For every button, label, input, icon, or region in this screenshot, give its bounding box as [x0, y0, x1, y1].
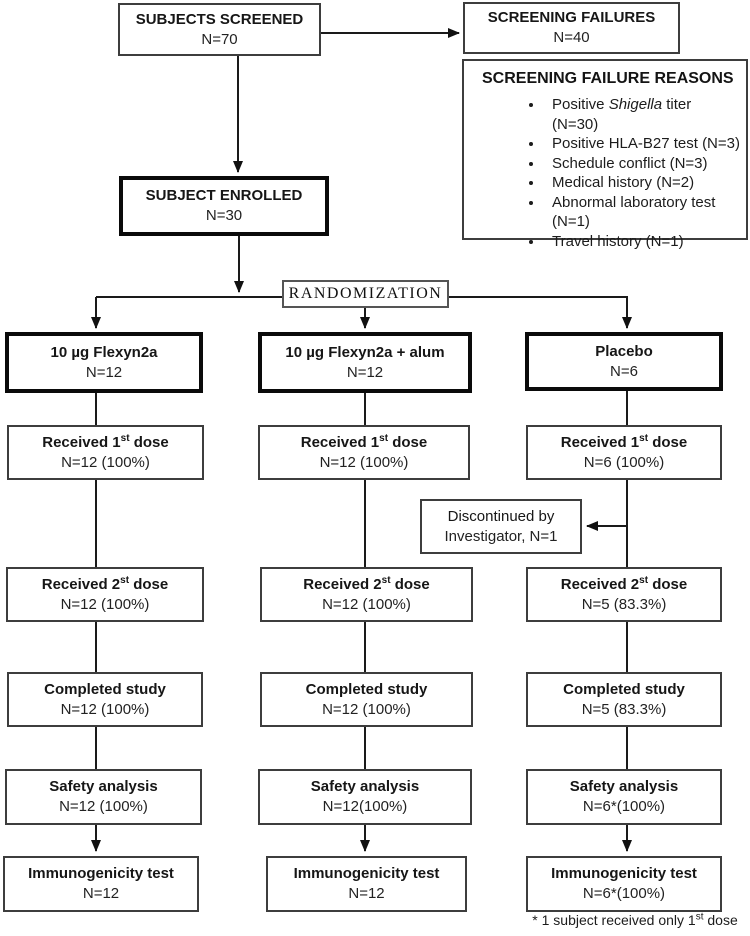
box-discontinued-by-investigator: Discontinued by Investigator, N=1	[420, 499, 582, 554]
failure-reason-item: Travel history (N=1)	[544, 232, 740, 252]
box-immunogenicity-arm3: Immunogenicity test N=6*(100%)	[526, 856, 722, 912]
box-received-2nd-dose-arm1: Received 2st dose N=12 (100%)	[6, 567, 204, 622]
received-1st-n: N=12 (100%)	[61, 453, 150, 471]
failure-reason-item: Medical history (N=2)	[544, 173, 740, 193]
box-received-2nd-dose-arm3: Received 2st dose N=5 (83.3%)	[526, 567, 722, 622]
arm-n: N=12	[85, 363, 123, 381]
immunogenicity-title: Immunogenicity test	[28, 865, 174, 882]
received-1st-n: N=6 (100%)	[583, 453, 665, 471]
arm-n: N=12	[346, 363, 384, 381]
failure-reason-item: Abnormal laboratory test (N=1)	[544, 193, 740, 232]
box-received-1st-dose-arm3: Received 1st dose N=6 (100%)	[526, 425, 722, 480]
completed-n: N=12 (100%)	[322, 700, 411, 718]
received-2nd-n: N=5 (83.3%)	[581, 595, 667, 613]
failure-reason-item: Positive Shigella titer (N=30)	[544, 95, 740, 134]
failure-reason-item: Positive HLA-B27 test (N=3)	[544, 134, 740, 154]
received-2nd-n: N=12 (100%)	[60, 595, 150, 613]
box-arm-placebo: Placebo N=6	[525, 332, 723, 391]
received-2nd-n: N=12 (100%)	[322, 595, 411, 613]
box-immunogenicity-arm1: Immunogenicity test N=12	[3, 856, 199, 912]
completed-title: Completed study	[44, 680, 166, 698]
immunogenicity-title: Immunogenicity test	[293, 865, 440, 882]
box-received-1st-dose-arm1: Received 1st dose N=12 (100%)	[7, 425, 204, 480]
box-screening-failures: SCREENING FAILURES N=40	[463, 2, 680, 54]
subjects-screened-n: N=70	[201, 30, 238, 48]
box-safety-analysis-arm2: Safety analysis N=12(100%)	[258, 769, 472, 825]
box-completed-study-arm3: Completed study N=5 (83.3%)	[526, 672, 722, 727]
arm-title: 10 µg Flexyn2a	[50, 343, 158, 361]
subjects-screened-title: SUBJECTS SCREENED	[135, 10, 304, 28]
box-completed-study-arm2: Completed study N=12 (100%)	[260, 672, 473, 727]
screening-failures-title: SCREENING FAILURES	[487, 9, 656, 26]
box-subjects-screened: SUBJECTS SCREENED N=70	[118, 3, 321, 56]
arm-n: N=6	[610, 362, 638, 380]
immunogenicity-n: N=12	[82, 885, 120, 902]
subject-enrolled-n: N=30	[205, 207, 243, 224]
immunogenicity-title: Immunogenicity test	[551, 865, 697, 882]
completed-title: Completed study	[305, 680, 428, 698]
discontinued-line1: Discontinued by	[447, 507, 555, 525]
box-arm-flexyn2a-alum: 10 µg Flexyn2a + alum N=12	[258, 332, 472, 393]
received-1st-n: N=12 (100%)	[319, 453, 409, 471]
failure-reasons-title: SCREENING FAILURE REASONS	[482, 70, 734, 87]
randomization-label: RANDOMIZATION	[288, 285, 443, 302]
completed-n: N=5 (83.3%)	[581, 700, 667, 718]
screening-failures-n: N=40	[553, 29, 590, 46]
safety-title: Safety analysis	[569, 778, 679, 795]
completed-title: Completed study	[563, 680, 685, 698]
box-received-1st-dose-arm2: Received 1st dose N=12 (100%)	[258, 425, 470, 480]
safety-n: N=6*(100%)	[582, 798, 666, 815]
failure-reasons-list: Positive Shigella titer (N=30) Positive …	[482, 95, 740, 251]
box-safety-analysis-arm1: Safety analysis N=12 (100%)	[5, 769, 202, 825]
box-safety-analysis-arm3: Safety analysis N=6*(100%)	[526, 769, 722, 825]
box-screening-failure-reasons: SCREENING FAILURE REASONS Positive Shige…	[462, 59, 748, 250]
safety-title: Safety analysis	[310, 778, 420, 795]
safety-n: N=12 (100%)	[59, 798, 148, 815]
arm-title: Placebo	[595, 342, 653, 360]
safety-n: N=12(100%)	[322, 798, 408, 815]
safety-title: Safety analysis	[49, 778, 158, 795]
box-subject-enrolled: SUBJECT ENROLLED N=30	[119, 176, 329, 236]
failure-reason-item: Schedule conflict (N=3)	[544, 154, 740, 174]
immunogenicity-n: N=12	[348, 885, 385, 902]
arm-title: 10 µg Flexyn2a + alum	[285, 343, 445, 361]
subject-enrolled-title: SUBJECT ENROLLED	[145, 187, 303, 204]
box-randomization: RANDOMIZATION	[282, 280, 449, 308]
completed-n: N=12 (100%)	[60, 700, 150, 718]
immunogenicity-n: N=6*(100%)	[582, 885, 666, 902]
footnote: * 1 subject received only 1st dose	[532, 911, 738, 928]
discontinued-line2: Investigator, N=1	[444, 527, 558, 545]
box-arm-flexyn2a: 10 µg Flexyn2a N=12	[5, 332, 203, 393]
box-received-2nd-dose-arm2: Received 2st dose N=12 (100%)	[260, 567, 473, 622]
box-completed-study-arm1: Completed study N=12 (100%)	[7, 672, 203, 727]
box-immunogenicity-arm2: Immunogenicity test N=12	[266, 856, 467, 912]
